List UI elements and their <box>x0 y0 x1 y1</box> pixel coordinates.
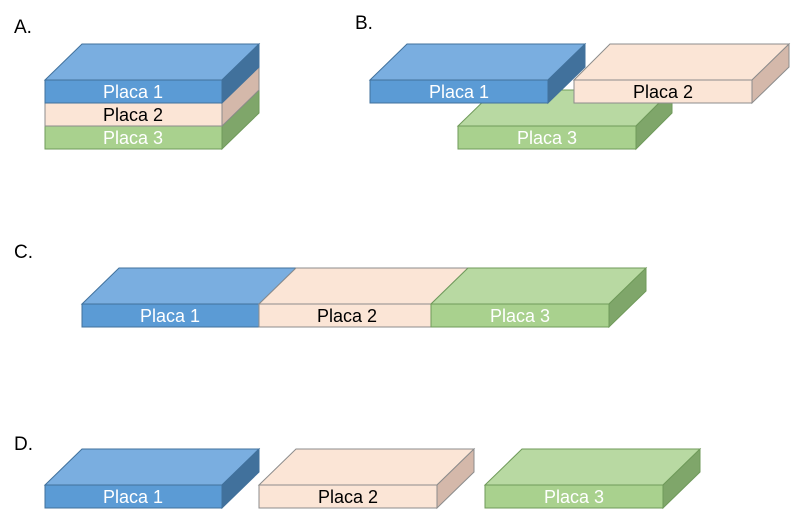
panel-d-label: D. <box>14 434 33 455</box>
panel-d-plate-2: Placa 2 <box>257 447 476 510</box>
panel-d-plate-2-label: Placa 2 <box>318 487 378 507</box>
panel-c: Placa 1 Placa 2 Placa 3 <box>80 266 648 329</box>
panel-c-plate-1-label: Placa 1 <box>140 306 200 326</box>
panel-c-plate-3: Placa 3 <box>429 266 648 329</box>
panel-d: Placa 1 Placa 2 Placa 3 <box>43 447 702 510</box>
panel-d-plate-3-label: Placa 3 <box>544 487 604 507</box>
panel-d-plate-1: Placa 1 <box>43 447 261 510</box>
panel-b-plate-2-label: Placa 2 <box>633 82 693 102</box>
panel-a-plate-1: Placa 1 <box>43 42 261 105</box>
panel-a-plate-3: Placa 3 <box>44 88 260 151</box>
panel-c-plate-3-label: Placa 3 <box>490 306 550 326</box>
panel-b: Placa 3 Placa 1 Placa 2 <box>368 42 791 151</box>
panel-c-plate-1: Placa 1 <box>80 267 298 328</box>
panel-b-label: B. <box>355 13 373 34</box>
panel-c-plate-2-label: Placa 2 <box>317 306 377 326</box>
panel-c-label: C. <box>14 242 33 263</box>
panel-d-plate-1-label: Placa 1 <box>103 487 163 507</box>
panel-d-plate-3: Placa 3 <box>483 447 702 510</box>
panel-b-plate-3-label: Placa 3 <box>517 128 577 148</box>
panel-a-label: A. <box>14 17 32 38</box>
panel-a-plate-1-label: Placa 1 <box>103 82 163 102</box>
panel-b-plate-2: Placa 2 <box>572 42 791 105</box>
panel-c-plate-2: Placa 2 <box>257 267 470 328</box>
panel-a-plate-3-label: Placa 3 <box>103 128 163 148</box>
panel-a-plate-2-label: Placa 2 <box>103 105 163 125</box>
panel-a: Placa 3 Placa 2 Placa 1 <box>43 42 261 151</box>
panel-b-plate-1-label: Placa 1 <box>429 82 489 102</box>
panel-b-plate-1: Placa 1 <box>368 42 587 105</box>
